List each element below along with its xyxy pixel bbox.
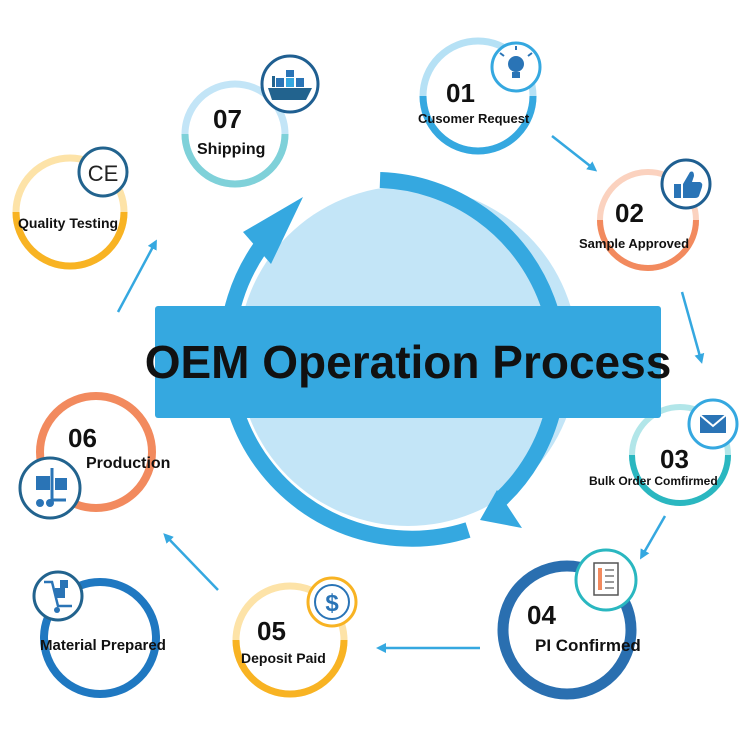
step-04-label: PI Confirmed [535, 636, 641, 655]
forklift-icon [18, 456, 82, 520]
ring-quality [12, 211, 128, 270]
step-03-label: Bulk Order Comfirmed [589, 474, 718, 488]
cycle-arc-right [379, 172, 567, 506]
step-06-label: Production [86, 455, 171, 472]
step-05-number: 05 [257, 616, 286, 646]
ce-mark-icon: CE [77, 146, 129, 198]
ring-02 [597, 219, 699, 271]
step-04-number: 04 [527, 600, 556, 630]
cycle-arrowhead-top [243, 197, 303, 264]
cargo-ship-icon [260, 54, 320, 114]
step-01-number: 01 [446, 78, 475, 108]
dollar-glyph: $ [325, 590, 339, 617]
title-banner: OEM Operation Process [145, 306, 671, 418]
envelope-icon [687, 398, 739, 450]
arrow-05-to-06 [163, 533, 219, 591]
arrow-01-to-02 [551, 135, 598, 172]
ring-01 [419, 95, 537, 155]
ring-05 [232, 639, 348, 698]
ring-04 [497, 560, 637, 700]
step-07-label: Shipping [197, 141, 266, 158]
dollar-icon: $ [306, 576, 358, 628]
document-icon [574, 548, 638, 612]
lightbulb-icon [490, 41, 542, 93]
step-02-number: 02 [615, 198, 644, 228]
step-05-label: Deposit Paid [241, 650, 326, 666]
ring-03 [629, 454, 731, 506]
arrow-02-to-03 [680, 291, 705, 364]
step-quality-label: Quality Testing [18, 215, 119, 231]
diagram-title: OEM Operation Process [144, 336, 672, 388]
ring-06 [36, 392, 156, 512]
thumbs-up-icon [660, 158, 712, 210]
step-07-number: 07 [213, 104, 242, 134]
ring-07 [181, 133, 289, 188]
step-01-label: Cusomer Request [418, 111, 530, 126]
step-06-number: 06 [68, 423, 97, 453]
step-02-label: Sample Approved [579, 236, 690, 251]
ring-material [40, 578, 160, 698]
ce-glyph: CE [88, 161, 119, 186]
step-03-number: 03 [660, 444, 689, 474]
hand-truck-icon [32, 570, 84, 622]
cycle-arrowhead-bottom [480, 490, 522, 528]
arrow-03-to-04 [640, 515, 667, 560]
arrow-quality-to-07 [116, 239, 157, 313]
step-material-label: Material Prepared [40, 637, 166, 654]
